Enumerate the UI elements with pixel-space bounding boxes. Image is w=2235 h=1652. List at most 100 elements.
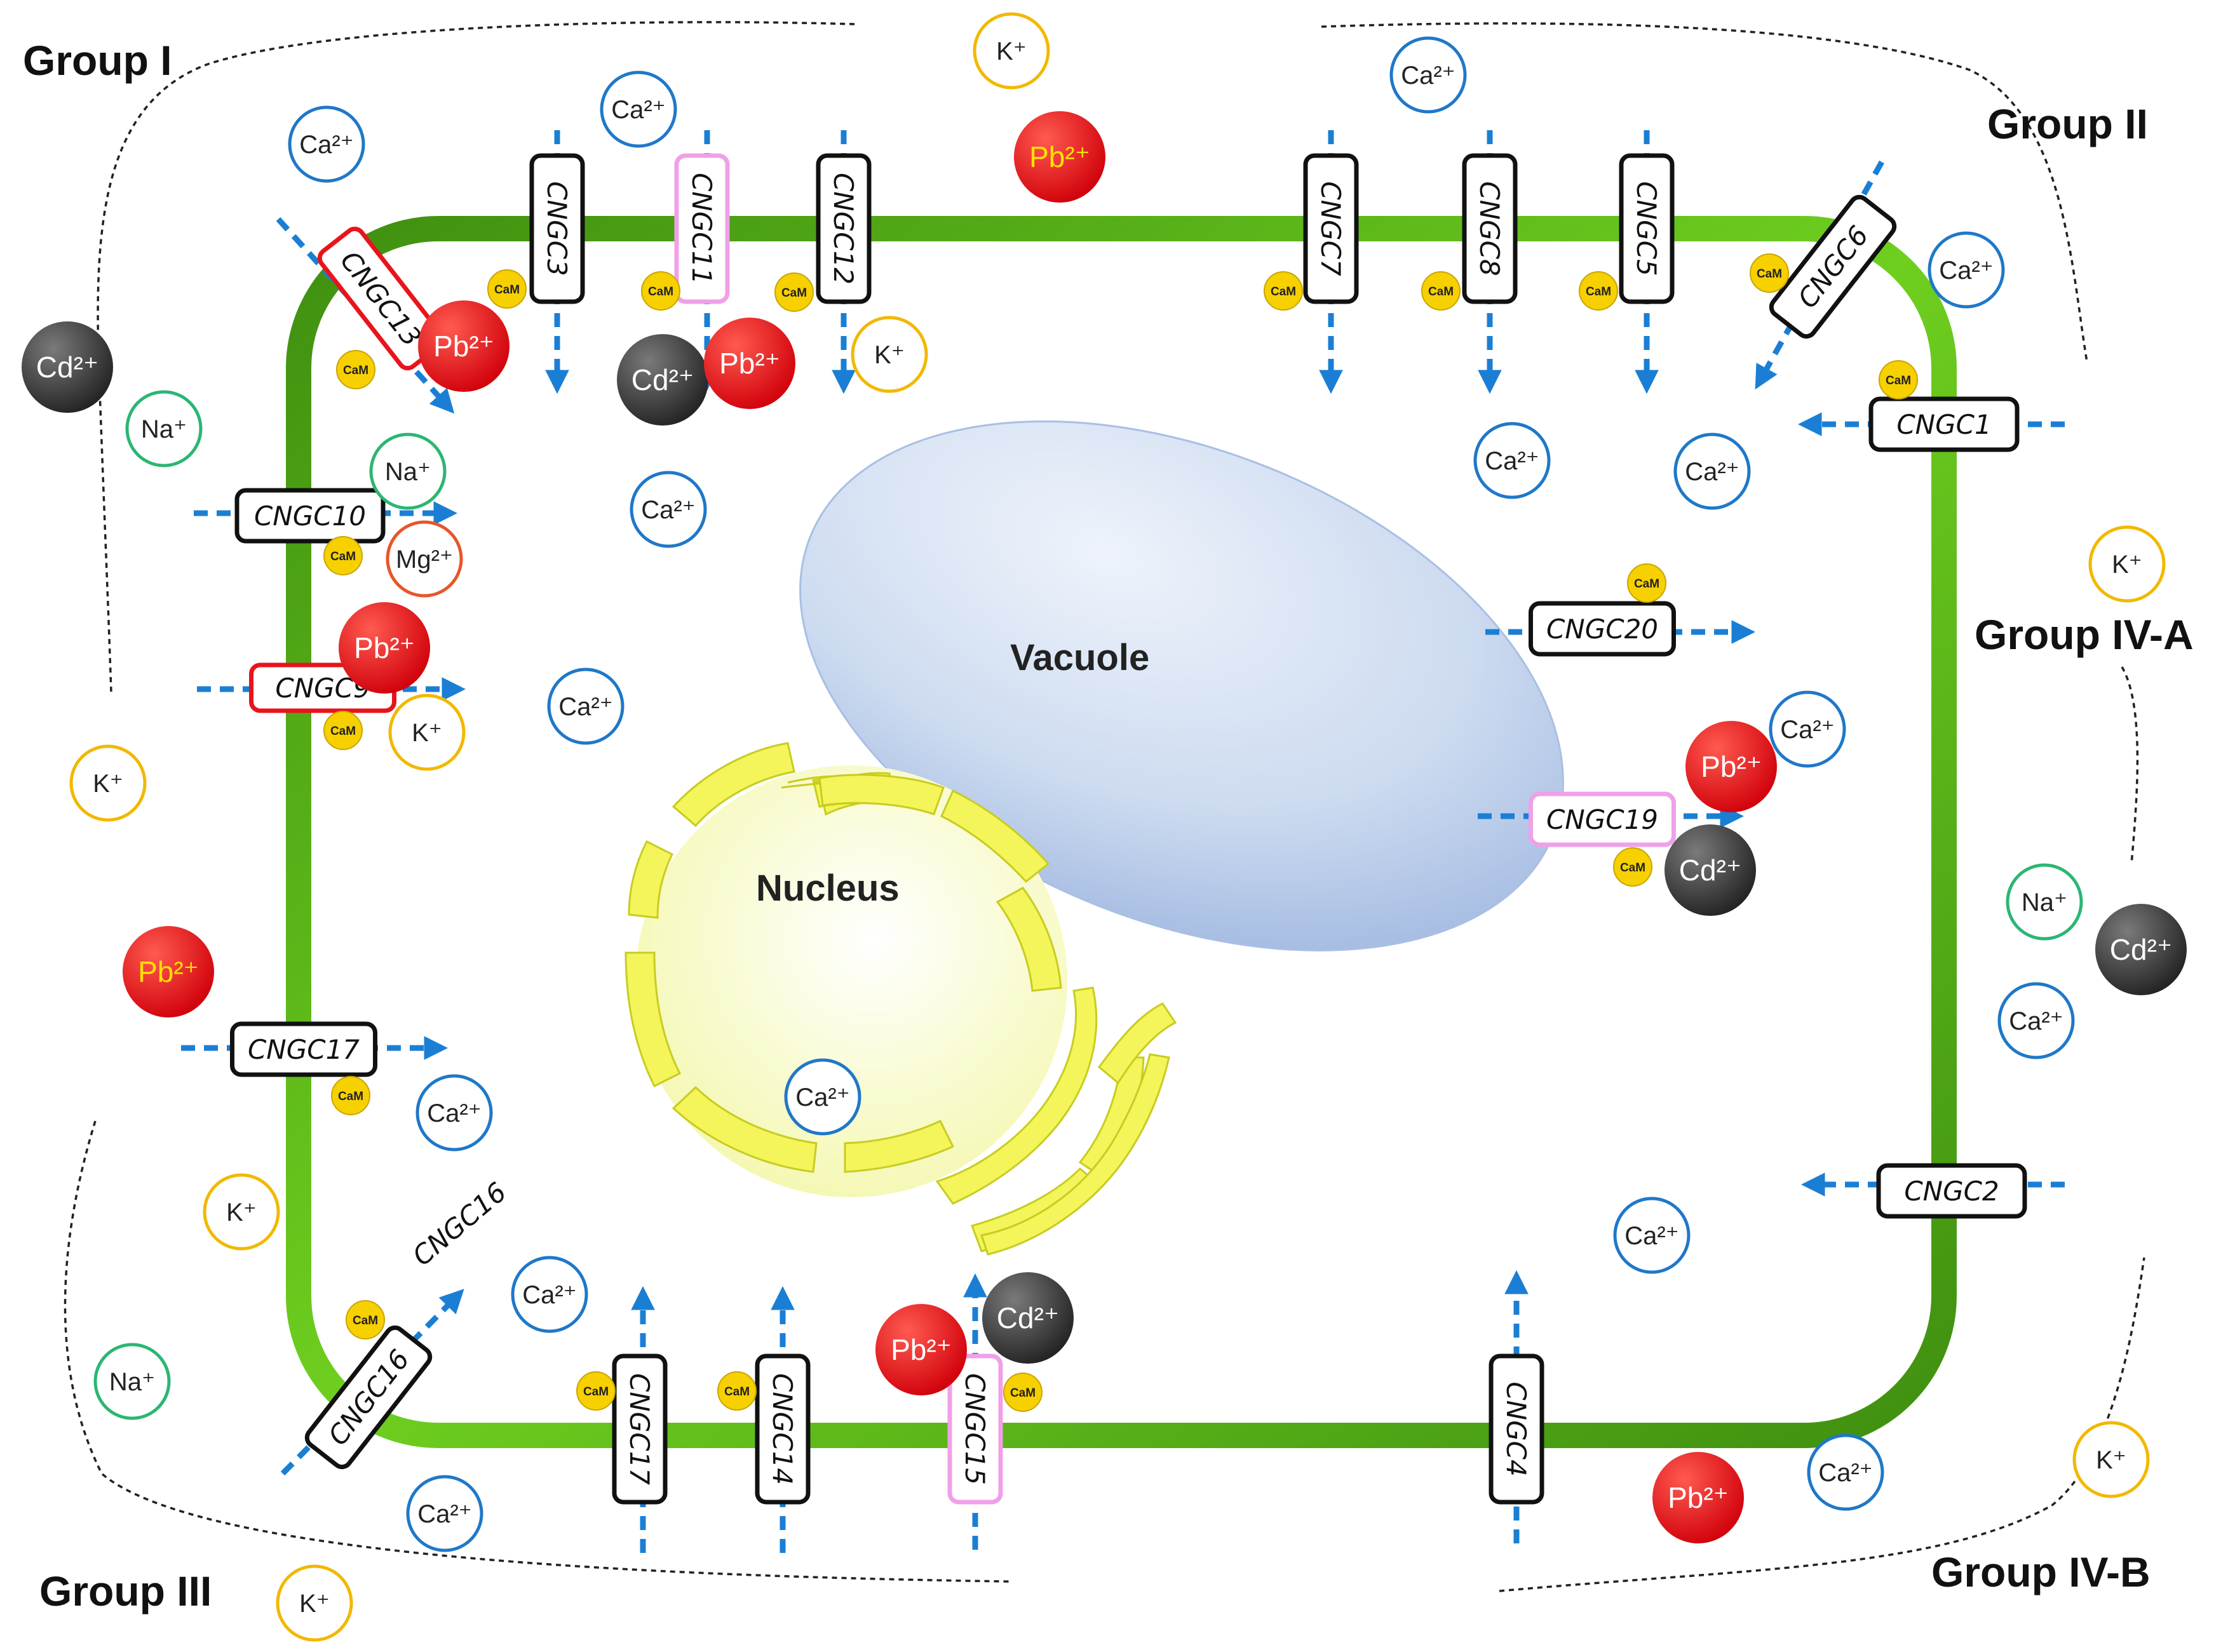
pb-ion: Pb²⁺ [1652,1452,1744,1543]
na-ion: Na⁺ [93,1343,171,1420]
channel-box [816,153,872,304]
ca-ion: Ca²⁺ [415,1074,493,1152]
group-i-label: Group I [23,37,172,84]
channel-cngc5: CNGC5 [1619,153,1675,304]
svg-text:CaM: CaM [330,725,356,738]
channel-label: CNGC2 [1904,1176,1999,1207]
channel-label: CNGC11 [686,173,717,285]
na-ion: Na⁺ [2006,863,2083,941]
ca-ion: Ca²⁺ [1613,1197,1691,1274]
k-ion: K⁺ [2088,525,2166,603]
cd-ion: Cd²⁺ [982,1272,1074,1364]
cam-badge: CaM [331,1076,370,1115]
k-ion: K⁺ [2072,1421,2150,1498]
svg-text:Cd²⁺: Cd²⁺ [997,1301,1059,1334]
k-ion: K⁺ [276,1564,353,1642]
k-ion: K⁺ [851,316,928,393]
svg-text:Ca²⁺: Ca²⁺ [417,1500,472,1528]
svg-text:Pb²⁺: Pb²⁺ [354,631,415,664]
svg-text:Pb²⁺: Pb²⁺ [719,347,780,380]
channel-label: CNGC19 [1546,804,1658,835]
ca-ion: Ca²⁺ [784,1058,861,1136]
channel-box [1769,194,1897,339]
channel-label: CNGC17 [624,1373,655,1485]
svg-text:CaM: CaM [1010,1387,1036,1400]
svg-text:Ca²⁺: Ca²⁺ [1401,62,1455,90]
svg-text:CaM: CaM [1271,285,1296,299]
svg-text:Ca²⁺: Ca²⁺ [558,693,613,721]
svg-text:CaM: CaM [648,285,673,299]
svg-text:Na⁺: Na⁺ [109,1368,155,1396]
cd-ion: Cd²⁺ [617,334,708,426]
channel-cngc4: CNGC4 [1489,1353,1544,1505]
cam-badge: CaM [576,1371,616,1411]
channel-label: CNGC1 [1896,409,1991,440]
group-iva-label: Group IV-A [1975,611,2194,658]
channel-box [1489,1353,1544,1505]
svg-text:CaM: CaM [724,1385,750,1399]
ca-ion: Ca²⁺ [630,471,707,548]
group-i-boundary [97,21,855,693]
channel-box [755,1353,811,1505]
svg-text:Ca²⁺: Ca²⁺ [611,96,666,124]
k-ion: K⁺ [388,694,466,771]
svg-text:Pb²⁺: Pb²⁺ [433,330,494,363]
svg-text:Cd²⁺: Cd²⁺ [631,363,694,396]
svg-text:Ca²⁺: Ca²⁺ [1485,447,1539,475]
channel-cngc2: CNGC2 [1876,1163,2027,1219]
ca-ion: Ca²⁺ [547,668,625,745]
svg-text:Cd²⁺: Cd²⁺ [1679,854,1741,887]
channel-box [1529,791,1676,847]
ca-ion: Ca²⁺ [511,1256,588,1333]
pb-ion: Pb²⁺ [704,318,795,409]
channel-box [1529,601,1676,657]
cam-badge: CaM [1750,253,1789,293]
svg-text:CaM: CaM [343,364,368,377]
ca-ion: Ca²⁺ [1389,36,1467,114]
channel-label: CNGC12 [828,173,859,285]
channel-label: CNGC14 [767,1373,798,1485]
svg-text:Ca²⁺: Ca²⁺ [795,1084,850,1111]
svg-text:Ca²⁺: Ca²⁺ [2009,1007,2063,1035]
calmodulin-badges: CaM CaM CaM CaM CaM CaM CaM CaM CaM CaM CaM CaM CaM C… [323,253,1918,1412]
channel-label: CNGC7 [1315,181,1346,276]
svg-text:Pb²⁺: Pb²⁺ [1701,750,1762,783]
channel-box [947,1353,1003,1505]
svg-text:CaM: CaM [353,1314,378,1327]
svg-text:CaM: CaM [1428,285,1454,299]
pb-ion: Pb²⁺ [1685,721,1777,812]
svg-text:K⁺: K⁺ [412,719,442,747]
cam-badge: CaM [1627,563,1666,603]
k-ion: K⁺ [69,744,147,822]
channel-cngc11: CNGC11 [674,153,730,304]
pb-ion: Pb²⁺ [875,1304,967,1395]
ions: Ca²⁺Ca²⁺K⁺Pb²⁺Ca²⁺Ca²⁺Ca²⁺Ca²⁺Ca²⁺Na⁺Mg²… [22,12,2187,1642]
cam-badge: CaM [323,711,363,750]
channel-cngc16-outer-label: CNGC16 [407,1176,512,1272]
group-ivb-label: Group IV-B [1931,1548,2151,1595]
svg-text:Ca²⁺: Ca²⁺ [1685,458,1739,486]
group-ii-label: Group II [1987,100,2148,147]
cam-badge: CaM [1264,271,1303,311]
channel-label: CNGC17 [248,1034,360,1065]
cam-badge: CaM [641,271,680,311]
pb-ion: Pb²⁺ [123,926,214,1017]
k-ion: K⁺ [203,1173,280,1251]
channel-cngc10: CNGC10 [234,488,386,544]
nucleus-label: Nucleus [756,868,900,909]
ca-ion: Ca²⁺ [406,1475,483,1552]
channel-label: CNGC5 [1631,181,1662,276]
channel-cngc3: CNGC3 [529,153,585,304]
channel-box [612,1353,668,1505]
ca-ion: Ca²⁺ [1473,422,1551,499]
channel-label: CNGC8 [1474,181,1505,276]
ca-ion: Ca²⁺ [1673,433,1751,510]
ca-ion: Ca²⁺ [1928,231,2005,309]
cd-ion: Cd²⁺ [22,321,113,413]
svg-text:Ca²⁺: Ca²⁺ [1624,1222,1679,1250]
ca-ion: Ca²⁺ [1997,982,2075,1059]
channel-box [1868,396,2020,452]
cam-badge: CaM [1613,847,1652,887]
channel-cngc1: CNGC1 [1868,396,2020,452]
